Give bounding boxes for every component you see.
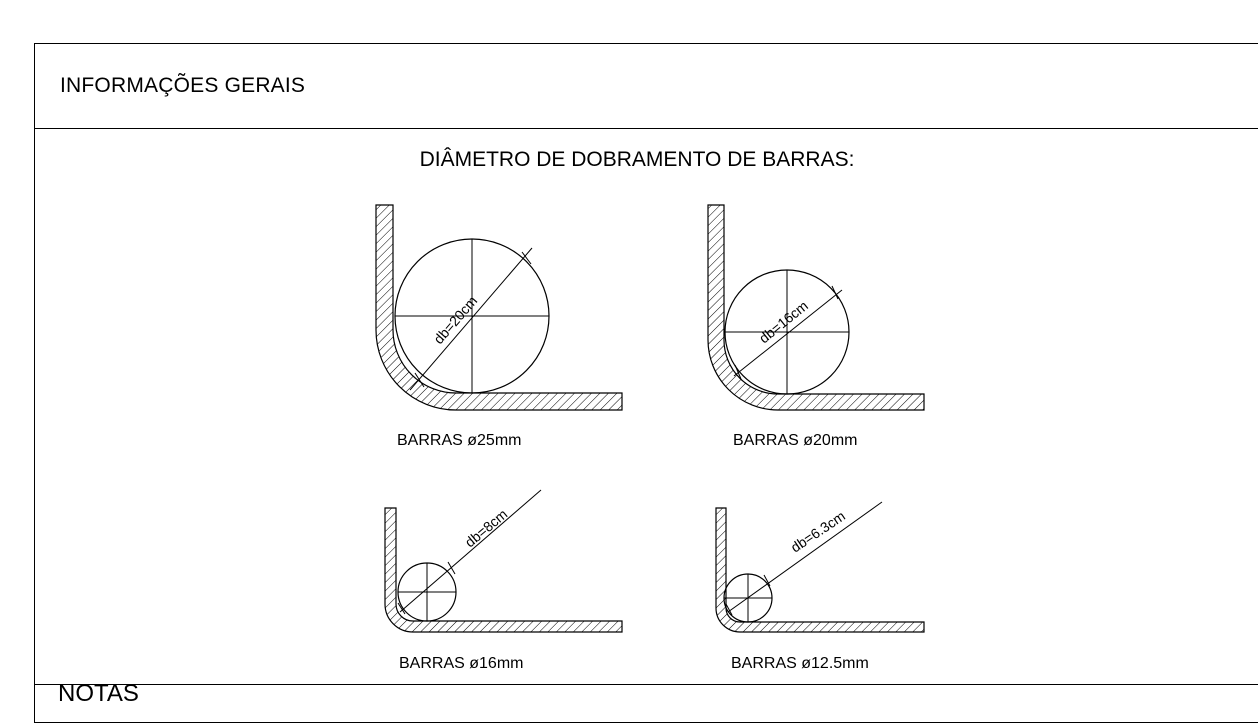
diameter-line xyxy=(399,489,542,613)
db-label: db=8cm xyxy=(462,506,511,551)
db-label: db=20cm xyxy=(430,293,480,347)
bend-detail-25mm: db=20cm xyxy=(375,204,623,411)
header-bar xyxy=(34,43,1258,129)
tick-mark xyxy=(447,561,456,575)
header-title: INFORMAÇÕES GERAIS xyxy=(60,74,306,97)
notes-divider xyxy=(34,684,1258,725)
bar-hatched-profile xyxy=(384,507,623,633)
tick-mark xyxy=(831,285,839,300)
section-title: DIÂMETRO DE DOBRAMENTO DE BARRAS: xyxy=(0,148,1258,172)
diameter-line xyxy=(727,501,883,613)
bend-detail-12-5mm: db=6.3cm xyxy=(715,501,925,633)
bar-hatched-profile xyxy=(375,204,623,411)
caption-bars-12-5mm: BARRAS ø12.5mm xyxy=(731,655,869,672)
bar-hatched-profile xyxy=(707,204,925,411)
section-title-text: DIÂMETRO DE DOBRAMENTO DE BARRAS: xyxy=(419,148,855,171)
caption-bars-20mm: BARRAS ø20mm xyxy=(733,432,858,449)
tick-mark xyxy=(414,372,425,388)
diameter-line xyxy=(733,289,843,377)
tick-mark xyxy=(397,602,406,615)
tick-mark xyxy=(734,364,742,380)
tick-mark xyxy=(763,574,771,587)
bar-hatched-profile xyxy=(715,507,925,633)
bend-diagrams: db=20cm db=16cm db=8cm db=6.3cm xyxy=(375,204,925,633)
diameter-line xyxy=(409,247,533,391)
tick-mark xyxy=(725,603,733,616)
bend-detail-16mm: db=8cm xyxy=(384,489,623,633)
bend-detail-20mm: db=16cm xyxy=(707,204,925,411)
tick-mark xyxy=(521,251,532,265)
caption-bars-25mm: BARRAS ø25mm xyxy=(397,432,522,449)
caption-bars-16mm: BARRAS ø16mm xyxy=(399,655,524,672)
